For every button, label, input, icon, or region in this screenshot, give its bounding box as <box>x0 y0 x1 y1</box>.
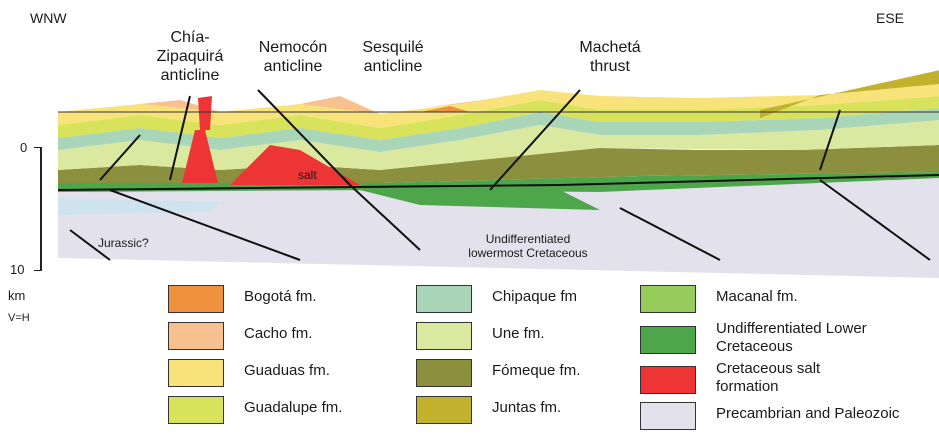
legend-label: Cretaceous salt formation <box>716 360 820 396</box>
scale-tick <box>34 270 42 271</box>
scale-tick <box>34 147 42 148</box>
scale-ratio-label: V=H <box>8 312 30 324</box>
undifferentiated-label: Undifferentiated lowermost Cretaceous <box>448 232 608 260</box>
jurassic-label: Jurassic? <box>98 236 149 250</box>
structure-label-line: Nemocón <box>248 38 338 57</box>
legend-swatch <box>168 322 224 350</box>
legend-swatch <box>640 285 696 313</box>
legend-swatch <box>416 359 472 387</box>
legend-swatch <box>168 396 224 424</box>
salt-diapir <box>198 96 212 130</box>
salt-label: salt <box>298 168 317 182</box>
legend-swatch <box>640 402 696 430</box>
legend-label: Guaduas fm. <box>244 362 330 380</box>
structure-label-line: anticline <box>348 57 438 76</box>
structure-label-macheta: Machetá thrust <box>565 38 655 76</box>
scale-top-label: 0 <box>20 140 27 155</box>
legend-swatch <box>640 326 696 354</box>
structure-label-line: anticline <box>145 66 235 85</box>
structure-label-line: Zipaquirá <box>145 47 235 66</box>
legend-swatch <box>640 366 696 394</box>
structure-label-line: anticline <box>248 57 338 76</box>
orientation-right: ESE <box>876 10 904 26</box>
legend-label: Macanal fm. <box>716 288 798 306</box>
legend-swatch <box>416 322 472 350</box>
legend-label-line: Cretaceous <box>716 338 867 356</box>
scale-bottom-label: 10 <box>10 262 24 277</box>
structure-label-line: thrust <box>565 57 655 76</box>
structure-label-nemocon: Nemocón anticline <box>248 38 338 76</box>
legend-label: Undifferentiated Lower Cretaceous <box>716 320 867 356</box>
legend-label-line: Undifferentiated Lower <box>716 320 867 338</box>
legend-label: Precambrian and Paleozoic <box>716 405 899 423</box>
structure-label-line: Chía- <box>145 28 235 47</box>
orientation-left: WNW <box>30 10 67 26</box>
undifferentiated-label-line: lowermost Cretaceous <box>448 246 608 260</box>
structure-label-line: Sesquilé <box>348 38 438 57</box>
legend-label: Fómeque fm. <box>492 362 580 380</box>
scale-bar <box>40 147 42 271</box>
undifferentiated-label-line: Undifferentiated <box>448 232 608 246</box>
legend-label-line: formation <box>716 378 820 396</box>
legend-label-line: Cretaceous salt <box>716 360 820 378</box>
structure-label-sesquile: Sesquilé anticline <box>348 38 438 76</box>
legend-swatch <box>168 359 224 387</box>
scale-unit-label: km <box>8 288 25 303</box>
legend-swatch <box>416 396 472 424</box>
structure-label-line: Machetá <box>565 38 655 57</box>
legend-label: Cacho fm. <box>244 325 312 343</box>
structure-label-chia: Chía- Zipaquirá anticline <box>145 28 235 85</box>
legend-swatch <box>168 285 224 313</box>
legend-label: Guadalupe fm. <box>244 399 342 417</box>
legend-label: Une fm. <box>492 325 545 343</box>
legend-label: Chipaque fm <box>492 288 577 306</box>
legend-swatch <box>416 285 472 313</box>
legend-label: Juntas fm. <box>492 399 561 417</box>
legend-label: Bogotá fm. <box>244 288 317 306</box>
